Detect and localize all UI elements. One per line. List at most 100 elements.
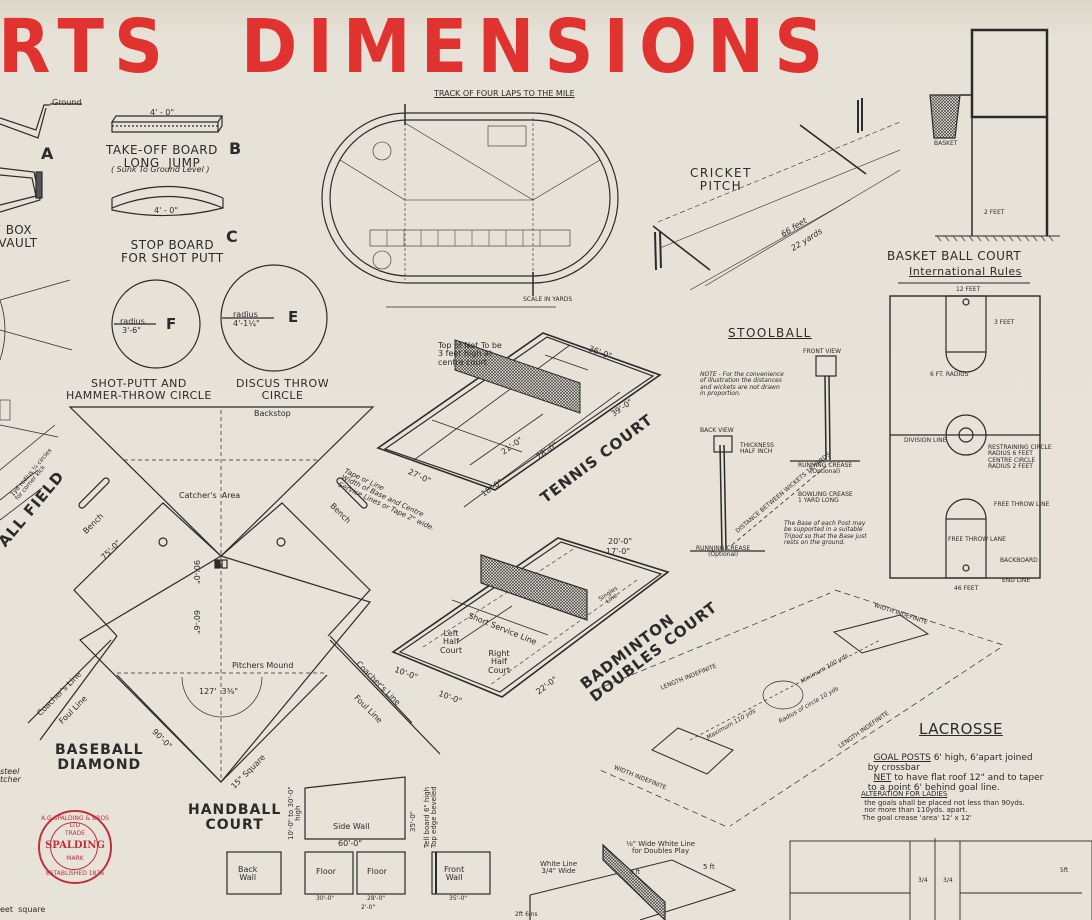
- badminton-court-drawing: [391, 537, 670, 698]
- takeoff-board-title: TAKE-OFF BOARD LONG JUMP: [106, 143, 218, 170]
- lacrosse-goal-posts: GOAL POSTS 6' high, 6'apart joined by cr…: [862, 745, 1033, 783]
- stamp-brand: SPALDING: [45, 840, 105, 851]
- handball-front-width: 35'-0": [449, 895, 468, 902]
- stop-board-length: 4' - 0": [154, 206, 179, 215]
- lacrosse-ladies-text: the goals shall be placed not less than …: [862, 799, 1025, 822]
- fig-c-letter: C: [226, 227, 239, 246]
- handball-floor-a: Floor: [316, 867, 336, 876]
- lacrosse-goal-posts-text: 6' high, 6'apart joined by crossbar: [867, 753, 1033, 773]
- basketball-backboard-drawing: [929, 28, 1060, 242]
- badminton-width: 20'-0": [608, 537, 633, 546]
- stoolball-bowling-crease: BOWLING CREASE 1 YARD LONG: [798, 491, 853, 505]
- vault-box-drawing: [0, 103, 82, 213]
- basket-label: BASKET: [934, 140, 958, 147]
- basketball-restraining-circle: RESTRAINING CIRCLE RADIUS 6 FEET: [988, 444, 1052, 458]
- stoolball-running-crease-front: RUNNING CREASE (Optional): [798, 462, 853, 476]
- bottom-field-dim-c: 5ft: [1060, 867, 1069, 874]
- stamp-inner-ring: [50, 822, 98, 870]
- handball-back-wall: Back Wall: [238, 865, 258, 883]
- discus-radius-label: radius: [233, 310, 258, 319]
- handball-front-wall: Front Wall: [444, 865, 465, 883]
- handball-side-height: 35'-0": [409, 810, 417, 832]
- bottom-field-dim-a: 3/4: [918, 877, 928, 884]
- discus-radius-value: 4'-1¼": [233, 319, 260, 328]
- football-field-drawing: [0, 399, 59, 521]
- lacrosse-title: LACROSSE: [919, 720, 1003, 738]
- poster-title: RTS DIMENSIONS: [0, 4, 834, 90]
- tennis-net-note: Top of Net To be 3 feet high at centre c…: [438, 341, 502, 367]
- fig-a-letter: A: [41, 144, 55, 163]
- track-title: TRACK OF FOUR LAPS TO THE MILE: [434, 89, 575, 98]
- shot-putt-title: SHOT-PUTT AND HAMMER-THROW CIRCLE: [66, 377, 212, 402]
- table-tennis-width: 5 ft: [703, 863, 715, 871]
- takeoff-board-note: ( Sunk To Ground Level ): [111, 165, 210, 174]
- handball-height-note: 10'-0" to 30'-0" high: [287, 786, 303, 840]
- baseball-backstop: Backstop: [254, 409, 291, 418]
- badminton-left-court: Left Half Court: [440, 629, 462, 655]
- basketball-centre-circle: CENTRE CIRCLE RADIUS 2 FEET: [988, 457, 1036, 471]
- basketball-free-throw-line: FREE THROW LINE: [994, 501, 1050, 508]
- table-tennis-white-line-centre: ⅛" Wide White Line for Doubles Play: [626, 840, 696, 856]
- basketball-subtitle: International Rules: [909, 265, 1022, 278]
- stamp-trade: TRADE: [64, 830, 86, 837]
- tennis-court-drawing: [376, 332, 662, 508]
- stoolball-drawing: [690, 355, 860, 552]
- stoolball-running-crease-back: RUNNING CREASE (Optional): [696, 545, 751, 559]
- stoolball-back-view: BACK VIEW: [700, 427, 734, 434]
- basketball-backboard: BACKBOARD: [1000, 557, 1038, 564]
- discus-title: DISCUS THROW CIRCLE: [236, 377, 330, 402]
- lacrosse-ladies-heading: ALTERATION FOR LADIES: [861, 790, 948, 798]
- basketball-court-drawing: [889, 282, 1041, 579]
- handball-side-wall: Side Wall: [333, 822, 370, 831]
- handball-two: 2'-0": [361, 904, 376, 911]
- stamp-established: ESTABLISHED 1876: [45, 870, 105, 877]
- fig-e-letter: E: [288, 308, 300, 326]
- basketball-offset: 2 FEET: [984, 209, 1005, 216]
- cricket-pitch-drawing: [652, 98, 901, 291]
- basketball-width: 46 FEET: [954, 585, 979, 592]
- shot-putt-circle: [111, 279, 201, 369]
- table-tennis-length: 9 ft: [630, 869, 641, 876]
- basketball-free-throw-lane: FREE THROW LANE: [948, 536, 1006, 543]
- handball-thirty: 30'-0": [316, 895, 335, 902]
- table-tennis-drawing: [529, 843, 737, 920]
- lacrosse-field-drawing: [594, 589, 1004, 827]
- bottom-right-field-drawing: [789, 838, 1092, 920]
- baseball-pitchers-mound: Pitchers Mound: [232, 661, 294, 670]
- lacrosse-goal-posts-heading: GOAL POSTS: [873, 753, 931, 764]
- basketball-lane-width: 12 FEET: [956, 286, 981, 293]
- table-tennis-height: 2ft 6ins: [515, 911, 538, 918]
- badminton-singles-width: 17'-0": [606, 547, 631, 556]
- fig-f-letter: F: [166, 315, 178, 333]
- takeoff-board-length: 4' - 0": [150, 108, 175, 117]
- handball-floor-b: Floor: [367, 867, 387, 876]
- stamp-company: A.G.SPALDING & BROS LTD: [41, 815, 109, 829]
- stoolball-title: STOOLBALL: [728, 326, 812, 340]
- basketball-end-line: END LINE: [1002, 577, 1031, 584]
- table-tennis-white-line-side: White Line 3/4" Wide: [540, 860, 578, 876]
- lacrosse-net: NET to have flat roof 12" and to taper t…: [862, 765, 1044, 803]
- stoolball-front-view: FRONT VIEW: [803, 348, 842, 355]
- basketball-radius: 6 FT. RADIUS: [930, 371, 969, 378]
- track-scale-label: SCALE IN YARDS: [523, 296, 573, 303]
- handball-length: 60'-0": [338, 839, 363, 848]
- stop-board-title: STOP BOARD FOR SHOT PUTT: [121, 238, 224, 265]
- baseball-field-note: eet square: [0, 905, 46, 914]
- handball-tell-board: Tell board 6" high Top edge beveled: [423, 786, 439, 848]
- ground-label: Ground: [52, 98, 82, 107]
- baseball-pitch-distance: 60'-6": [192, 610, 201, 635]
- stoolball-thickness: THICKNESS HALF INCH: [740, 442, 774, 456]
- baseball-diagonal: 127' 3⅜": [199, 687, 239, 696]
- stop-board-drawing: [111, 185, 224, 217]
- stamp-mark: MARK: [66, 855, 84, 862]
- fig-b-letter: B: [229, 139, 243, 158]
- takeoff-board-drawing: [110, 115, 224, 133]
- cricket-title: CRICKET PITCH: [690, 166, 752, 193]
- baseball-title: BASEBALL DIAMOND: [55, 742, 144, 773]
- baseball-catchers-area: Catcher's Area: [179, 491, 241, 500]
- handball-court-drawing: [226, 776, 491, 895]
- basketball-title: BASKET BALL COURT: [887, 249, 1022, 263]
- discus-circle: [220, 264, 328, 372]
